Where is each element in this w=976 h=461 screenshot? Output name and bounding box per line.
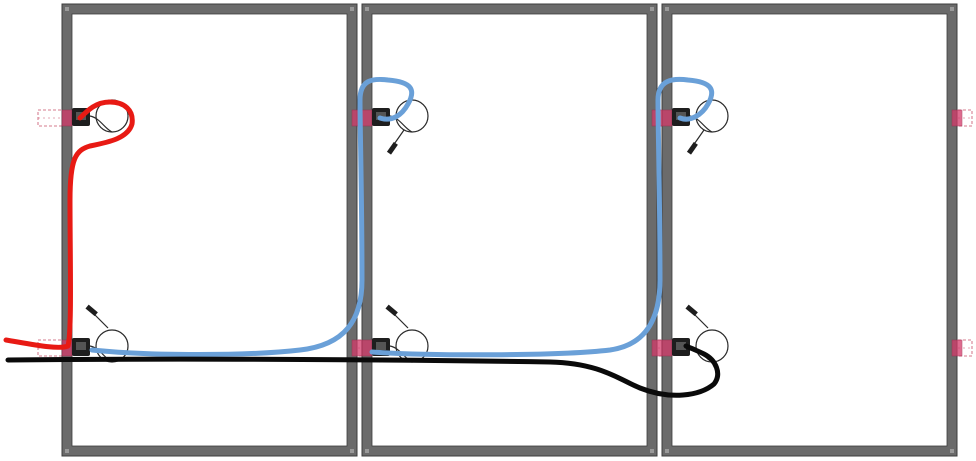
junction-box-terminal	[76, 342, 86, 350]
mc4-connector	[85, 304, 98, 317]
junction-box-p1-lower	[72, 304, 129, 363]
mc4-connector	[685, 304, 698, 317]
junction-box-p3-lower	[672, 304, 729, 363]
frame-corner-1	[365, 7, 369, 11]
return-jumper-cable	[89, 76, 715, 358]
solar-panels	[61, 3, 958, 457]
frame-corner-2	[950, 7, 954, 11]
frame-corner-3	[65, 449, 69, 453]
frame-corner-1	[665, 7, 669, 11]
solar-panel-1	[61, 3, 358, 457]
rail-clamp	[951, 109, 963, 127]
junction-box-terminal	[376, 342, 386, 350]
mc4-connector	[386, 141, 398, 155]
mc4-connector	[686, 141, 698, 155]
rail-clamp	[651, 339, 663, 357]
frame-corner-1	[65, 7, 69, 11]
rail-clamp	[951, 339, 963, 357]
junction-box-terminal	[676, 342, 686, 350]
frame-corner-4	[650, 449, 654, 453]
cables	[3, 76, 721, 398]
frame-corner-4	[350, 449, 354, 453]
panel-face	[71, 13, 348, 447]
frame-corner-3	[365, 449, 369, 453]
panel-face	[371, 13, 648, 447]
negative-home-run-cable	[5, 343, 721, 398]
rail-clamp	[61, 109, 73, 127]
frame-corner-3	[665, 449, 669, 453]
solar-panel-2	[361, 3, 658, 457]
rail-clamp	[661, 339, 673, 357]
module-lead	[89, 115, 113, 133]
rail-clamp	[361, 109, 373, 127]
positive-home-run-cable	[3, 99, 135, 350]
rail-clamp	[351, 339, 363, 357]
mc4-connector	[385, 304, 398, 317]
frame-corner-4	[950, 449, 954, 453]
frame-corner-2	[650, 7, 654, 11]
solar-panel-3	[661, 3, 958, 457]
rail-clamp	[661, 109, 673, 127]
frame-corner-2	[350, 7, 354, 11]
